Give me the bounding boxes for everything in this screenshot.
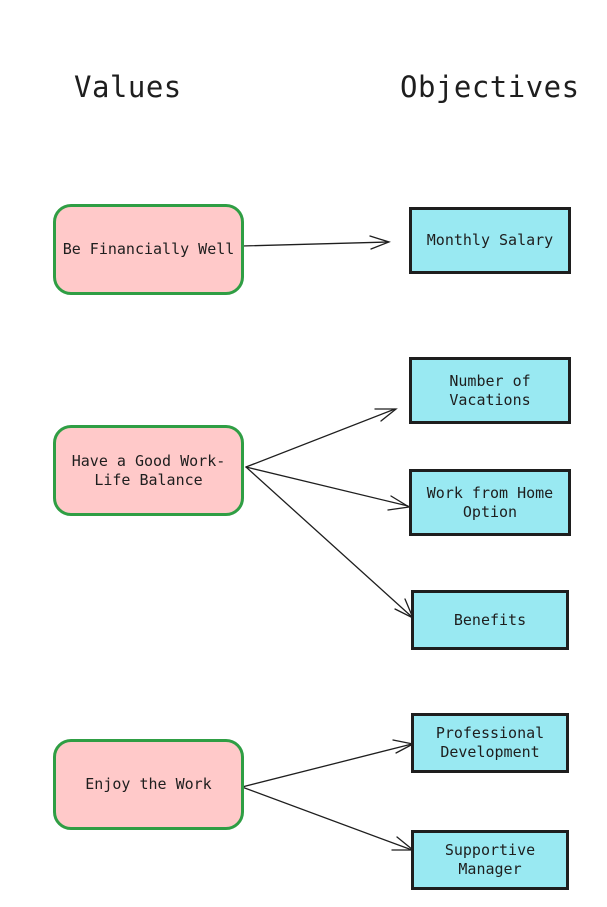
value-work-life-balance: Have a Good Work- Life Balance — [53, 425, 244, 516]
objective-work-from-home: Work from Home Option — [409, 469, 571, 536]
objective-benefits: Benefits — [411, 590, 569, 650]
value-enjoy-the-work: Enjoy the Work — [53, 739, 244, 830]
values-heading: Values — [74, 70, 182, 104]
arrow-enjoy-to-manager — [241, 786, 415, 851]
objective-monthly-salary: Monthly Salary — [409, 207, 571, 274]
arrow-financial-to-salary — [241, 235, 391, 250]
arrow-balance-to-vacations — [245, 408, 398, 468]
value-be-financially-well: Be Financially Well — [53, 204, 244, 295]
objective-number-of-vacations: Number of Vacations — [409, 357, 571, 424]
arrow-balance-to-benefits — [245, 466, 415, 620]
arrow-enjoy-to-development — [241, 739, 415, 788]
objective-supportive-manager: Supportive Manager — [411, 830, 569, 890]
objectives-heading: Objectives — [400, 70, 580, 104]
objective-professional-development: Professional Development — [411, 713, 569, 773]
